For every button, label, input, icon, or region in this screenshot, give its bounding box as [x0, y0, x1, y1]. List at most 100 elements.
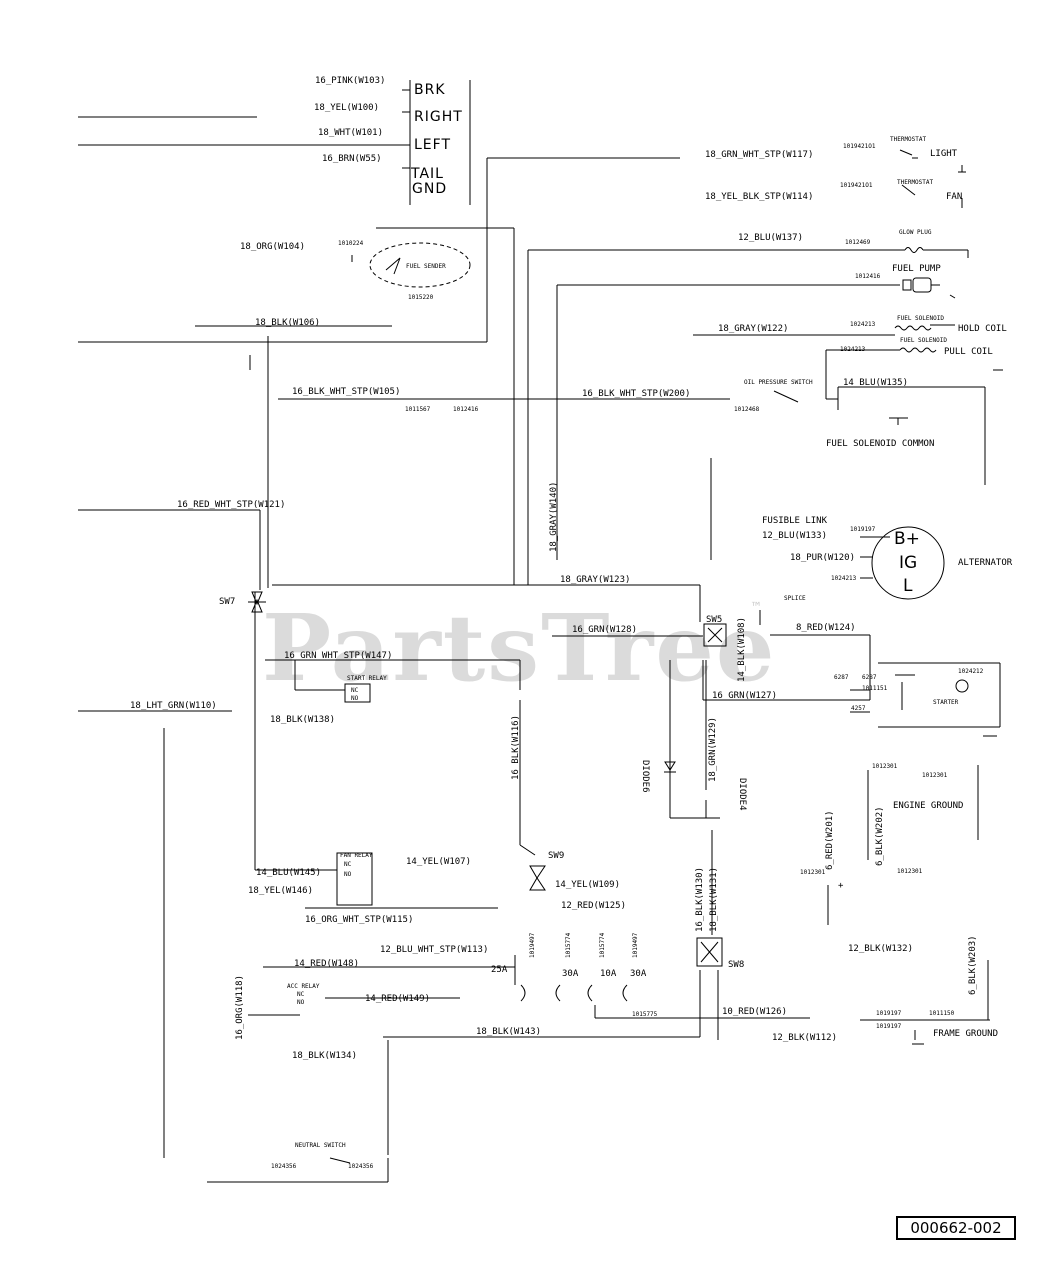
wire-label: 18_YEL(W146) [248, 886, 313, 896]
wire-label: 16_BRN(W55) [322, 154, 382, 164]
engine-components: 12_BLU(W137) 1012469 GLOW PLUG 1012416 F… [718, 229, 1007, 449]
part-number: 1024212 [958, 668, 984, 675]
wire-label: 18_GRAY(W122) [718, 324, 788, 334]
fuse-rating: 30A [630, 969, 647, 979]
relay-no: NO [297, 999, 305, 1006]
hold-coil-label: HOLD COIL [958, 324, 1007, 334]
wire-label: 18_WHT(W101) [318, 128, 383, 138]
wire-label: 18_ORG(W104) [240, 242, 305, 252]
wire-label: 18_LHT_GRN(W110) [130, 701, 217, 711]
part-number: 1024356 [348, 1163, 374, 1170]
neutral-switch: NEUTRAL SWITCH 1024356 1024356 [271, 1142, 374, 1170]
switch-label: SW8 [728, 960, 744, 970]
watermark: PartsTree [262, 594, 776, 702]
diode-label: DIODE4 [737, 778, 747, 811]
sw9-switch: SW9 14_YEL(W109) 12_RED(W125) [529, 851, 626, 911]
thermostat-light: 18_GRN_WHT_STP(W117) 18_YEL_BLK_STP(W114… [705, 136, 966, 208]
neutral-switch-label: NEUTRAL SWITCH [295, 1142, 346, 1149]
relay-label: START RELAY [347, 675, 387, 682]
frame-ground: 12_BLK(W132) 6_BLK(W203) 1019197 1011150… [772, 935, 998, 1043]
wire-label: 16_ORG_WHT_STP(W115) [305, 915, 413, 925]
part-number: 1015220 [408, 294, 434, 301]
pin-label: LEFT [414, 137, 451, 153]
switch-label: SW5 [706, 615, 722, 625]
part-number: 1015774 [565, 932, 572, 958]
fuel-solenoid-label: FUEL SOLENOID [900, 337, 947, 344]
wire-label: 12_BLU(W133) [762, 531, 827, 541]
frame-ground-label: FRAME GROUND [933, 1029, 998, 1039]
splice-label: SPLICE [784, 595, 806, 602]
diode-label: DIODE6 [640, 760, 650, 793]
thermostat-label: THERMOSTAT [897, 179, 934, 186]
wire-label: 12_RED(W125) [561, 901, 626, 911]
wire-label: 18_GRN_WHT_STP(W117) [705, 150, 813, 160]
wire-label: 18_YEL_BLK_STP(W114) [705, 192, 813, 202]
wire-label: 16_BLK(W130) [695, 867, 705, 932]
part-number: 1019197 [850, 526, 876, 533]
wire-label: 16_GRN(W127) [712, 691, 777, 701]
part-number: 1024213 [831, 575, 857, 582]
part-number: 1012301 [800, 869, 826, 876]
wire-label: 12_BLU(W137) [738, 233, 803, 243]
part-number: 1019497 [632, 932, 639, 958]
wire-label: 14_YEL(W107) [406, 857, 471, 867]
wire-label: 16_RED_WHT_STP(W121) [177, 500, 285, 510]
mid-wire-labels: 18_BLK(W106) 16_BLK_WHT_STP(W105) 101156… [177, 318, 760, 552]
wire-label: 14_BLU(W145) [256, 868, 321, 878]
alternator-ig-terminal: IG [899, 553, 917, 573]
relay-nc: NC [297, 991, 305, 998]
part-number: 1012416 [453, 406, 479, 413]
wire-label: 16_GRN_WHT_STP(W147) [284, 651, 392, 661]
part-number: 1012301 [897, 868, 923, 875]
fusible-link-label: FUSIBLE LINK [762, 516, 828, 526]
engine-ground-label: ENGINE GROUND [893, 801, 963, 811]
plus-sign: + [838, 881, 844, 891]
alternator-label: ALTERNATOR [958, 558, 1013, 568]
starter-label: STARTER [933, 699, 959, 706]
part-number: 1011567 [405, 406, 431, 413]
pull-coil-label: PULL COIL [944, 347, 993, 357]
glow-plug-label: GLOW PLUG [899, 229, 932, 236]
part-number: 1012416 [855, 273, 881, 280]
part-number: 1010224 [338, 240, 364, 247]
pin-label: RIGHT [414, 109, 463, 125]
thermostat-label: THERMOSTAT [890, 136, 927, 143]
wire-label: 16_BLK(W116) [511, 715, 521, 780]
fan-relay: FAN RELAY NC NO 14_BLU(W145) 14_YEL(W107… [248, 852, 471, 925]
wire-label: 16_ORG(W118) [235, 975, 245, 1040]
fuel-solenoid-label: FUEL SOLENOID [897, 315, 944, 322]
part-number: 4257 [851, 705, 866, 712]
wire-label: 14_BLU(W135) [843, 378, 908, 388]
alternator-l-terminal: L [903, 576, 913, 596]
relay-label: FAN RELAY [340, 852, 373, 859]
part-number: 1024213 [850, 321, 876, 328]
fuse-rating: 25A [491, 965, 508, 975]
wire-label: 12_BLU_WHT_STP(W113) [380, 945, 488, 955]
wire-label: 6_BLK(W202) [875, 806, 885, 866]
wire-label: 6_RED(W201) [825, 810, 835, 870]
engine-ground: 1012301 1012301 ENGINE GROUND 6_RED(W201… [800, 763, 963, 891]
part-number: 1012468 [734, 406, 760, 413]
wire-label: 14_BLK(W108) [737, 617, 747, 682]
part-number: 1015775 [632, 1011, 658, 1018]
wire-label: 16_PINK(W103) [315, 76, 385, 86]
wire-label: 12_BLK(W132) [848, 944, 913, 954]
wire-label: 18_BLK(W138) [270, 715, 335, 725]
wire-label: 18_GRN(W129) [708, 717, 718, 782]
switch-label: SW9 [548, 851, 564, 861]
fuse-rating: 10A [600, 969, 617, 979]
wire-lines [78, 157, 1001, 1183]
diodes: DIODE6 DIODE4 16_BLK(W116) 18_GRN(W129) [511, 715, 747, 811]
part-number: 1019197 [876, 1023, 902, 1030]
relay-no: NO [344, 871, 352, 878]
wire-label: 16_GRN(W128) [572, 625, 637, 635]
part-number: 6287 [862, 674, 877, 681]
wire-label: 14_YEL(W109) [555, 880, 620, 890]
light-label: LIGHT [930, 149, 958, 159]
wire-label: 18_YEL(W100) [314, 103, 379, 113]
fuse-block: 25A 30A 10A 30A 1019497 1015774 1015774 … [294, 932, 787, 1037]
oil-pressure-switch-label: OIL PRESSURE SWITCH [744, 379, 813, 386]
part-number: 1019421O1 [843, 143, 876, 150]
wire-label: 18_GRAY(W123) [560, 575, 630, 585]
